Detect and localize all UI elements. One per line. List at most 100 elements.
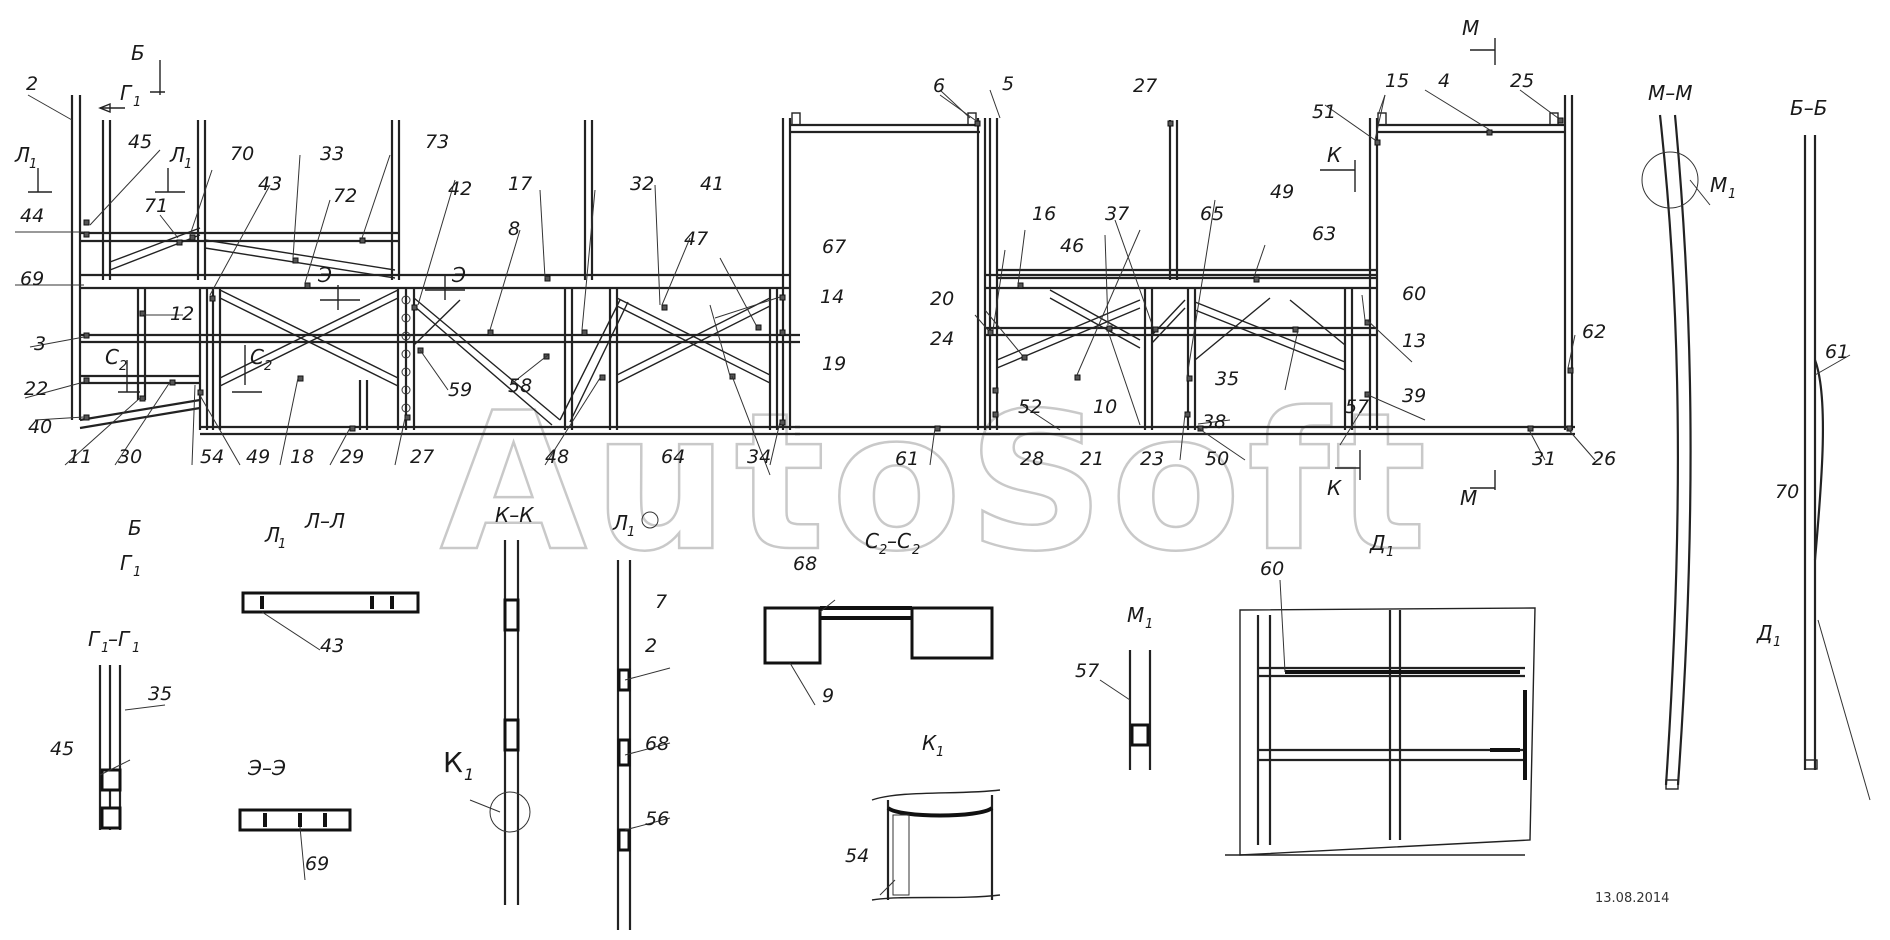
callout: 45: [50, 738, 74, 760]
detail-k1: [871, 789, 1001, 901]
section-label-sub: 2: [912, 543, 920, 558]
callout: 43: [320, 635, 344, 657]
callout: 2: [26, 73, 38, 95]
drawing-date: 13.08.2014: [1595, 891, 1669, 906]
callout: 51: [1312, 101, 1336, 123]
callout: 32: [630, 173, 654, 195]
section-m-m-view: [1641, 114, 1699, 790]
view-title: К: [443, 746, 463, 779]
callout: 50: [1205, 448, 1229, 470]
section-label: С: [250, 345, 264, 369]
section-c2-c2-detail: [763, 606, 994, 665]
section-label-sub: 1: [464, 765, 474, 784]
callout: 60: [1402, 283, 1426, 305]
callout: 39: [1402, 385, 1426, 407]
section-label-sub: 1: [1386, 545, 1394, 560]
callout: 43: [258, 173, 282, 195]
view-title: –Г: [108, 627, 131, 651]
callout: 27: [1133, 75, 1157, 97]
callout: 41: [700, 173, 724, 195]
callout: 30: [118, 446, 142, 468]
section-label: Л: [14, 143, 30, 167]
view-title: Б–Б: [1790, 96, 1827, 120]
callout: 70: [1775, 481, 1799, 503]
callout: 23: [1140, 448, 1164, 470]
view-title: М–М: [1648, 81, 1693, 105]
callout: 16: [1032, 203, 1056, 225]
view-title: К: [922, 731, 937, 755]
callout: 15: [1385, 70, 1409, 92]
callout: 18: [290, 446, 314, 468]
section-label-sub: 1: [1773, 635, 1781, 650]
section-label: М: [1710, 173, 1727, 197]
callout: 4: [1438, 70, 1450, 92]
callout: 49: [1270, 181, 1294, 203]
callout: 40: [28, 416, 52, 438]
view-title: Л–Л: [304, 509, 345, 533]
callout: 62: [1582, 321, 1606, 343]
callout: 68: [793, 553, 817, 575]
section-label: К: [1327, 476, 1342, 500]
callout: 19: [822, 353, 846, 375]
callout: 46: [1060, 235, 1084, 257]
reference-circle: [641, 511, 659, 529]
callout: 35: [148, 683, 172, 705]
callout: 57: [1345, 396, 1369, 418]
view-title: С: [865, 529, 879, 553]
callout: 44: [20, 205, 44, 227]
section-label-sub: 2: [119, 359, 127, 374]
callout: 59: [448, 379, 472, 401]
callout: 73: [425, 131, 449, 153]
section-label: К: [1327, 143, 1342, 167]
section-label-sub: 1: [101, 641, 109, 656]
callout: 37: [1105, 203, 1129, 225]
section-label: Б: [131, 41, 145, 65]
section-label: Л: [264, 523, 280, 547]
callout: 35: [1215, 368, 1239, 390]
section-label-sub: 1: [278, 537, 286, 552]
section-label: М: [1460, 486, 1477, 510]
callout: 45: [128, 131, 152, 153]
callout: 56: [645, 808, 669, 830]
section-label: Б: [128, 516, 142, 540]
callout: 17: [508, 173, 532, 195]
callout: 69: [305, 853, 329, 875]
section-label-sub: 2: [264, 359, 272, 374]
callout: 6: [933, 75, 945, 97]
callout: 10: [1093, 396, 1117, 418]
section-e-e-detail: [238, 808, 352, 832]
section-label: Э: [451, 263, 466, 287]
section-label-sub: 2: [879, 543, 887, 558]
callout: 58: [508, 375, 532, 397]
callout: 33: [320, 143, 344, 165]
callout: 71: [144, 195, 168, 217]
view-title: К–К: [495, 503, 534, 527]
callout: 34: [747, 446, 771, 468]
section-label-sub: 1: [133, 565, 141, 580]
view-title: –С: [887, 529, 911, 553]
callout: 72: [333, 185, 357, 207]
section-label-sub: 1: [1728, 187, 1736, 202]
section-label-sub: 1: [132, 641, 140, 656]
section-label-sub: 1: [936, 745, 944, 760]
view-title: М: [1127, 603, 1144, 627]
callout: 61: [1825, 341, 1849, 363]
callout: 61: [895, 448, 919, 470]
section-label-sub: 1: [29, 157, 37, 172]
callout: 48: [545, 446, 569, 468]
section-label: Г: [120, 551, 133, 575]
section-labels: Б Г 1 Л 1 Л 1 С 2 С 2 Э Э К К М М М–М Б–…: [14, 16, 1827, 784]
callout: 47: [684, 228, 708, 250]
section-label-sub: 1: [133, 95, 141, 110]
section-l-l-detail: [241, 591, 420, 614]
section-label-sub: 1: [1145, 617, 1153, 632]
callout: 54: [200, 446, 224, 468]
watermark: AutoSoft: [440, 372, 1433, 593]
callout: 54: [845, 845, 869, 867]
callout: 60: [1260, 558, 1284, 580]
callout: 21: [1080, 448, 1104, 470]
callout: 68: [645, 733, 669, 755]
callout: 67: [822, 236, 846, 258]
callout: 31: [1532, 448, 1556, 470]
